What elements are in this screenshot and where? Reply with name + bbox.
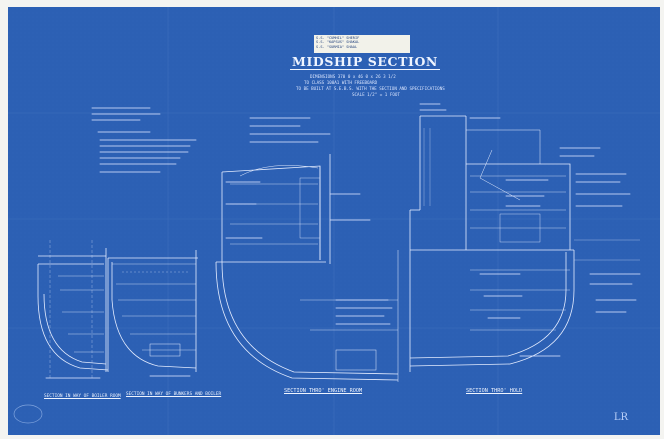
hold-section (409, 115, 640, 372)
fold-lines (8, 7, 660, 435)
subtitle-line-4: SCALE 1/2" = 1 FOOT (352, 92, 400, 97)
vessel-name-stamp: S.S. "CUMHIL" SHERIF S.S. "KAPSUS" SHAKA… (314, 35, 410, 53)
annotation-marks (45, 103, 641, 379)
lr-logo: LR (613, 412, 629, 423)
boiler-room-section (37, 240, 109, 380)
hull-sections (37, 115, 640, 382)
stamp-mark (13, 404, 43, 424)
caption-engine-room: SECTION THRO' ENGINE ROOM (284, 388, 363, 394)
ship-name-3: S.S. "SURMIA" SHAAL (316, 44, 358, 49)
bunkers-boiler-section (107, 250, 198, 372)
ship-name-2: S.S. "KAPSUS" SHAKAL (316, 40, 360, 45)
engine-room-section (215, 154, 399, 382)
subtitle-line-3: TO BE BUILT AT S.E.B.S. WITH THE SECTION… (296, 86, 445, 91)
caption-boiler-room: SECTION IN WAY OF BOILER ROOM (44, 394, 121, 399)
drawing-title: MIDSHIP SECTION (290, 54, 440, 70)
caption-hold: SECTION THRO' HOLD (466, 388, 523, 394)
caption-bunkers-boiler: SECTION IN WAY OF BUNKERS AND BOILER (126, 392, 222, 397)
subtitle-line-2: TO CLASS 100A1 WITH FREEBOARD (304, 80, 378, 85)
subtitle-line-1: DIMENSIONS 370 0 x 46 0 x 26 3 1/2 (310, 74, 396, 79)
ship-name-1: S.S. "CUMHIL" SHERIF (316, 36, 360, 40)
